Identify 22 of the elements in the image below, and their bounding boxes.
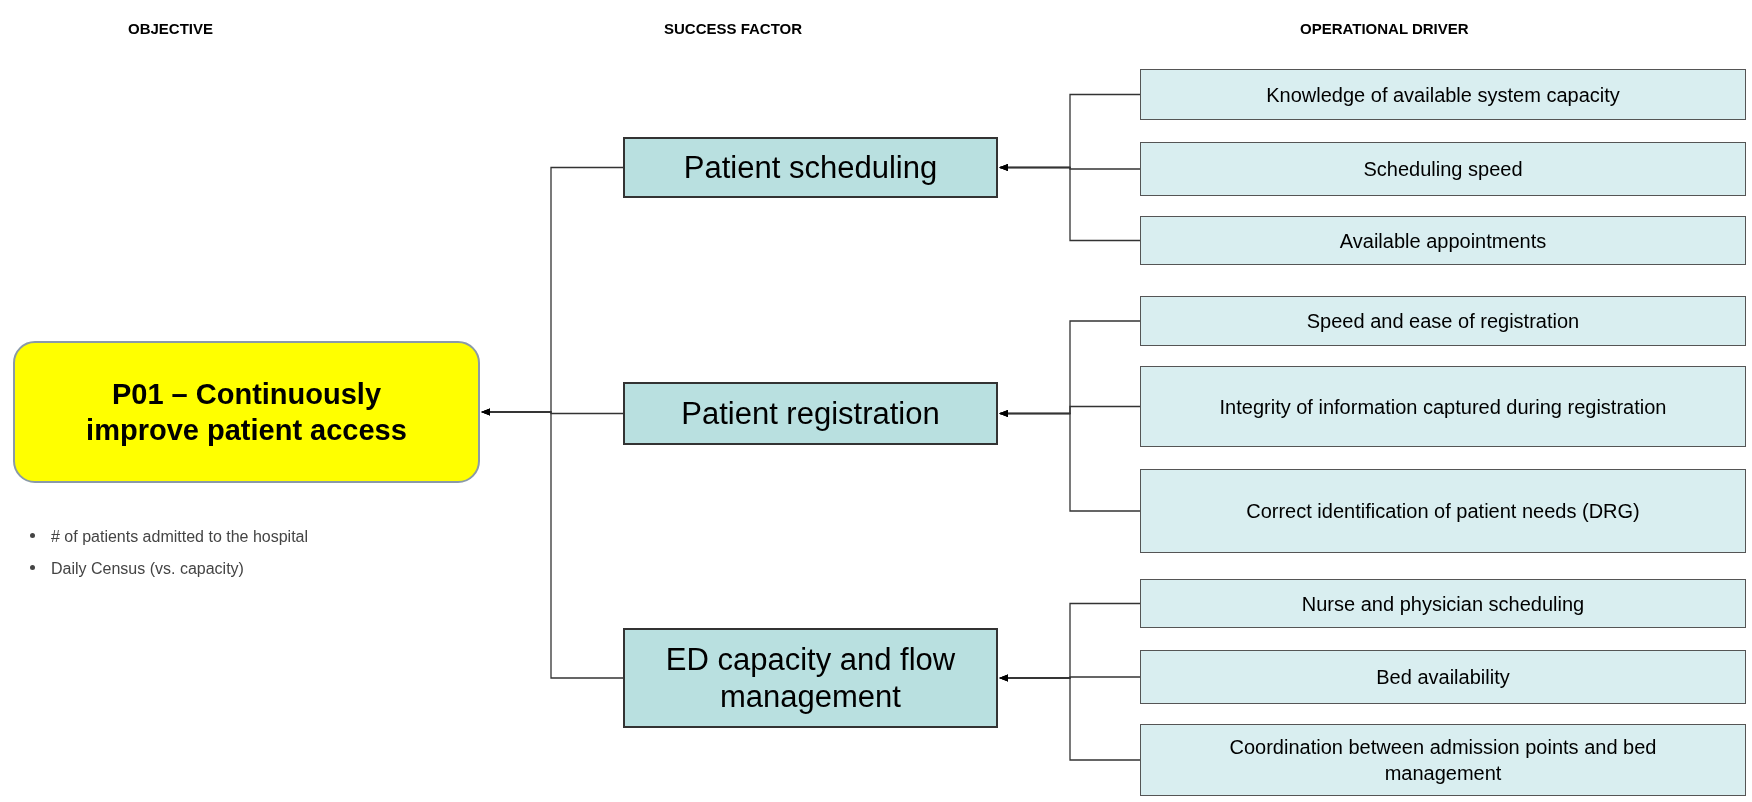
success-factor-box: Patient registration: [623, 382, 998, 445]
driver-box: Speed and ease of registration: [1140, 296, 1746, 346]
driver-box: Available appointments: [1140, 216, 1746, 265]
driver-box: Nurse and physician scheduling: [1140, 579, 1746, 628]
connector-arrow: [999, 674, 1141, 761]
connector-arrow: [481, 408, 624, 679]
driver-box: Scheduling speed: [1140, 142, 1746, 196]
metric-text: Daily Census (vs. capacity): [51, 559, 244, 579]
success-factor-box: ED capacity and flow management: [623, 628, 998, 728]
driver-box: Knowledge of available system capacity: [1140, 69, 1746, 120]
connector-arrow: [999, 163, 1141, 242]
connector-arrow: [999, 409, 1141, 512]
driver-box: Bed availability: [1140, 650, 1746, 704]
success-factor-box: Patient scheduling: [623, 137, 998, 198]
driver-box: Coordination between admission points and bed management: [1140, 724, 1746, 796]
driver-box: Integrity of information captured during registration: [1140, 366, 1746, 447]
column-heading: SUCCESS FACTOR: [664, 19, 803, 39]
column-heading: OPERATIONAL DRIVER: [1300, 19, 1469, 39]
metric-text: # of patients admitted to the hospital: [51, 527, 309, 547]
driver-box: Correct identification of patient needs (DRG): [1140, 469, 1746, 553]
objective-box: P01 – Continuously improve patient access: [13, 341, 480, 483]
column-heading: OBJECTIVE: [128, 19, 214, 39]
